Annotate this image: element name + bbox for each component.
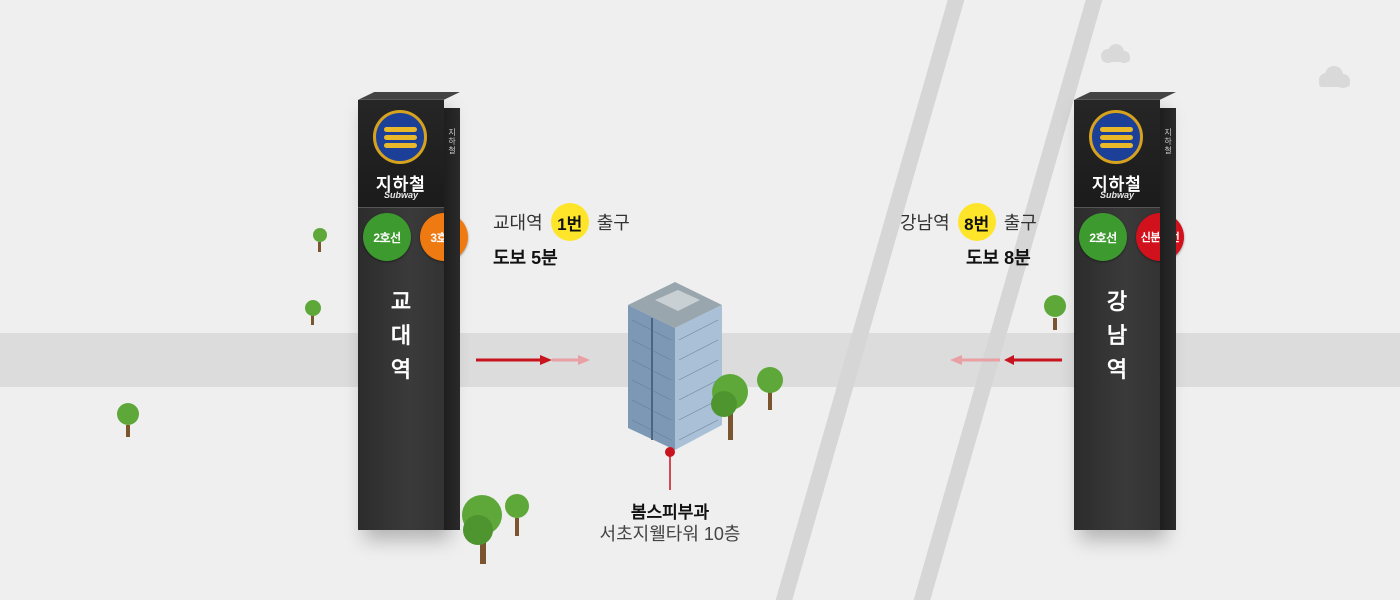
building-icon — [628, 282, 722, 450]
tree-icon — [1044, 295, 1066, 330]
pillar-side: 지하철 — [1160, 108, 1176, 530]
station-name: 강 남 역 — [1106, 289, 1128, 382]
pillar-header: 지하철 Subway — [1074, 100, 1160, 208]
side-label: 지하철 — [448, 128, 456, 155]
arrow-icon-right-station — [950, 355, 1062, 365]
brand-korean: 지하철 — [376, 175, 426, 194]
line-2-badge: 2호선 — [1079, 213, 1127, 261]
subway-logo-icon — [1089, 110, 1143, 164]
station-pillar-gangnam: 지하철 Subway 2호선 신분당선 강 남 역 지하철 — [1074, 92, 1184, 530]
cloud-icon — [1319, 66, 1350, 88]
exit-label-gangnam: 강남역 8번 출구 — [900, 203, 1037, 241]
exit-label-gyodae: 교대역 1번 출구 — [493, 203, 630, 241]
brand-english: Subway — [383, 190, 418, 200]
pillar-front: 지하철 Subway 2호선 3호선 교 대 역 — [358, 100, 468, 530]
pillar-front: 지하철 Subway 2호선 신분당선 강 남 역 — [1074, 100, 1184, 530]
pillar-top — [1074, 92, 1176, 100]
walk-time-gyodae: 도보 5분 — [493, 248, 558, 268]
exit-number-badge: 8번 — [957, 203, 996, 241]
tree-icon — [313, 228, 327, 252]
tree-icon — [117, 403, 139, 437]
tree-icon — [505, 494, 529, 536]
tree-icon — [757, 367, 783, 410]
brand-korean: 지하철 — [1092, 175, 1142, 194]
line-2-badge: 2호선 — [363, 213, 411, 261]
tree-icon — [462, 495, 502, 564]
brand-english: Subway — [1099, 190, 1134, 200]
tree-icon — [711, 374, 748, 440]
exit-station: 강남역 — [900, 213, 950, 233]
exit-station: 교대역 — [493, 213, 543, 233]
pillar-header: 지하철 Subway — [358, 100, 444, 208]
pillar-top — [358, 92, 460, 100]
exit-suffix: 출구 — [596, 213, 630, 233]
station-pillar-gyodae: 지하철 Subway 2호선 3호선 교 대 역 지하철 — [358, 92, 468, 530]
pillar-side: 지하철 — [444, 108, 460, 530]
exit-number-badge: 1번 — [550, 203, 589, 241]
walk-time-gangnam: 도보 8분 — [966, 248, 1031, 268]
station-name: 교 대 역 — [390, 289, 412, 382]
cloud-icon — [1101, 44, 1130, 63]
clinic-name: 봄스피부과 — [630, 503, 710, 522]
side-label: 지하철 — [1164, 128, 1172, 155]
subway-logo-icon — [373, 110, 427, 164]
clinic-address: 서초지웰타워 10층 — [599, 524, 741, 544]
exit-suffix: 출구 — [1003, 213, 1037, 233]
location-pin-icon — [665, 447, 675, 490]
arrow-icon-left-station — [476, 355, 590, 365]
tree-icon — [305, 300, 321, 325]
